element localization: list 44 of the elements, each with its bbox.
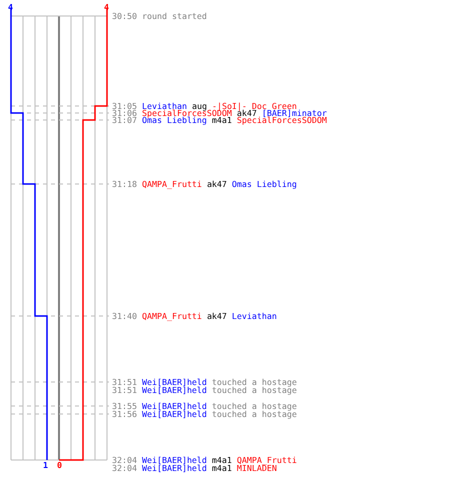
player-name: [BAER]minator bbox=[262, 109, 327, 117]
weapon-name: ak47 bbox=[206, 180, 227, 188]
weapon-name: aug bbox=[192, 102, 207, 110]
player-name: Wei[BAER]held bbox=[142, 410, 207, 418]
player-name: Wei[BAER]held bbox=[142, 464, 207, 472]
player-name: Omas Liebling bbox=[232, 180, 297, 188]
weapon-name: m4a1 bbox=[212, 116, 232, 124]
event-text: touched a hostage bbox=[212, 410, 297, 418]
player-name: Leviathan bbox=[232, 312, 277, 320]
player-name: Wei[BAER]held bbox=[142, 386, 207, 394]
player-name: QAMPA_Frutti bbox=[142, 180, 202, 188]
player-name: Leviathan bbox=[142, 102, 187, 110]
timestamp: 31:55 bbox=[112, 402, 137, 410]
event-text: touched a hostage bbox=[212, 402, 297, 410]
player-name: Wei[BAER]held bbox=[142, 402, 207, 410]
timestamp: 32:04 bbox=[112, 456, 137, 464]
player-name: Wei[BAER]held bbox=[142, 456, 207, 464]
timestamp: 31:51 bbox=[112, 378, 137, 386]
player-name: QAMPA_Frutti bbox=[142, 312, 202, 320]
timestamp: 31:06 bbox=[112, 109, 137, 117]
timestamp: 30:50 bbox=[112, 12, 137, 20]
timestamp: 31:07 bbox=[112, 116, 137, 124]
player-name: -|SoI|- Doc Green bbox=[212, 102, 297, 110]
timestamp: 32:04 bbox=[112, 464, 137, 472]
player-name: Omas Liebling bbox=[142, 116, 207, 124]
event-text: touched a hostage bbox=[212, 378, 297, 386]
player-name: QAMPA_Frutti bbox=[236, 456, 297, 464]
weapon-name: ak47 bbox=[236, 109, 257, 117]
event-text: touched a hostage bbox=[212, 386, 297, 394]
timestamp: 31:18 bbox=[112, 180, 137, 188]
timestamp: 31:56 bbox=[112, 410, 137, 418]
weapon-name: m4a1 bbox=[212, 456, 232, 464]
player-name: SpecialForcesSODOM bbox=[236, 116, 327, 124]
weapon-name: m4a1 bbox=[212, 464, 232, 472]
event-text: round started bbox=[142, 12, 207, 20]
timestamp: 31:51 bbox=[112, 386, 137, 394]
team-count: 1 bbox=[43, 461, 48, 469]
player-name: MINLADEN bbox=[236, 464, 277, 472]
player-name: Wei[BAER]held bbox=[142, 378, 207, 386]
timestamp: 31:05 bbox=[112, 102, 137, 110]
timestamp: 31:40 bbox=[112, 312, 137, 320]
team-count: 0 bbox=[57, 461, 62, 469]
weapon-name: ak47 bbox=[206, 312, 227, 320]
player-name: SpecialForcesSODOM bbox=[142, 109, 232, 117]
